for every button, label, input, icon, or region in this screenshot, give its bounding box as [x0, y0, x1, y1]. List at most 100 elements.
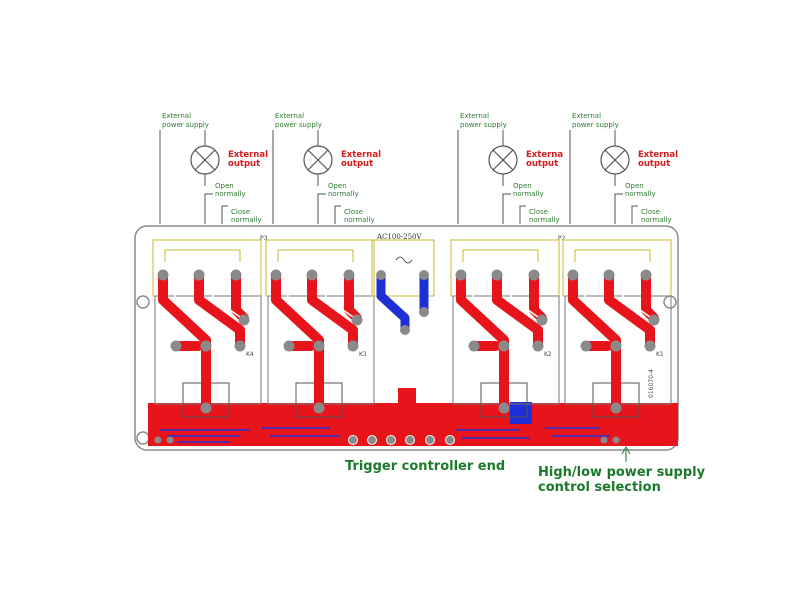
ac-voltage-label: AC100-250V	[376, 233, 422, 241]
trace-common	[271, 270, 324, 413]
power-supply-label: External	[572, 112, 601, 120]
trace-common	[158, 270, 211, 413]
signal-traces	[174, 275, 251, 337]
external-output-label: output	[341, 159, 373, 169]
header-pin[interactable]	[386, 435, 396, 445]
power-supply-label: power supply	[572, 121, 619, 129]
pad	[347, 340, 359, 352]
power-select-label-line1: High/low power supply	[538, 465, 706, 480]
lamp-icon	[600, 145, 630, 175]
pad	[200, 340, 212, 352]
normally-closed-label: Close	[529, 208, 548, 216]
header-pin[interactable]	[348, 435, 358, 445]
no-wire	[502, 193, 511, 224]
pad	[234, 340, 246, 352]
power-select-arrowhead	[621, 445, 631, 455]
power-supply-label: power supply	[460, 121, 507, 129]
normally-open-label: Open	[328, 182, 347, 190]
external-output-label: External	[341, 150, 381, 160]
trigger-header-pads[interactable]	[154, 435, 620, 445]
copper-traces	[271, 270, 362, 413]
pad	[644, 340, 656, 352]
ac-input-section: AC100-250V	[371, 233, 435, 335]
trace-no	[307, 270, 358, 350]
normally-closed-label: Close	[231, 208, 250, 216]
blue-pad-block	[510, 402, 532, 424]
external-output-label: output	[526, 159, 558, 169]
normally-open-label: Open	[215, 182, 234, 190]
no-wire	[204, 193, 213, 224]
pad	[610, 340, 622, 352]
normally-closed-label: normally	[641, 216, 672, 224]
pad	[283, 340, 295, 352]
power-supply-label: External	[460, 112, 489, 120]
no-wire	[614, 193, 623, 224]
pad	[532, 340, 544, 352]
external-output-label: External	[638, 150, 678, 160]
terminal-silk	[164, 249, 241, 262]
trace-no	[604, 270, 655, 350]
normally-closed-label: Close	[641, 208, 660, 216]
pad	[468, 340, 480, 352]
header-pin[interactable]	[425, 435, 435, 445]
pad	[455, 269, 467, 281]
external-output-label: External	[228, 150, 268, 160]
pad	[170, 340, 182, 352]
pad	[313, 402, 325, 414]
header-pin[interactable]	[445, 435, 455, 445]
trace-common	[568, 270, 621, 413]
jumper-pin[interactable]	[600, 436, 608, 444]
terminal-silk	[462, 249, 539, 262]
terminal-silk	[277, 249, 354, 262]
pad	[270, 269, 282, 281]
trigger-controller-label: Trigger controller end	[345, 459, 505, 474]
pad	[200, 402, 212, 414]
normally-open-label: Open	[625, 182, 644, 190]
normally-open-label: normally	[625, 190, 656, 198]
power-supply-label: power supply	[162, 121, 209, 129]
pad	[306, 269, 318, 281]
pad	[536, 314, 548, 326]
trace-no	[492, 270, 543, 350]
relay-ref: K1	[656, 351, 664, 358]
trace-common	[456, 270, 509, 413]
pad	[640, 269, 652, 281]
trace-no	[194, 270, 245, 350]
normally-closed-label: Close	[344, 208, 363, 216]
jumper-pin[interactable]	[154, 436, 162, 444]
mount-hole-left	[136, 295, 150, 309]
lamp-cross-icon	[307, 149, 329, 171]
pad	[498, 402, 510, 414]
pad	[603, 269, 615, 281]
pad	[313, 340, 325, 352]
lamp-icon	[190, 145, 220, 175]
jumper-pin[interactable]	[166, 436, 174, 444]
nc-wire	[221, 205, 228, 224]
normally-closed-label: normally	[529, 216, 560, 224]
pad	[343, 269, 355, 281]
power-supply-label: External	[275, 112, 304, 120]
signal-traces	[287, 275, 364, 337]
pad	[567, 269, 579, 281]
bottom-traces	[160, 427, 610, 443]
header-pin[interactable]	[367, 435, 377, 445]
pad	[351, 314, 363, 326]
pad	[648, 314, 660, 326]
header-pin[interactable]	[405, 435, 415, 445]
power-supply-label: External	[162, 112, 191, 120]
jumper-pin[interactable]	[612, 436, 620, 444]
board-version: 016070-4	[648, 369, 655, 398]
signal-traces	[472, 275, 549, 337]
connector-ref: P3	[260, 235, 268, 242]
power-supply-label: power supply	[275, 121, 322, 129]
lamp-cross-icon	[194, 149, 216, 171]
lamp-icon	[488, 145, 518, 175]
normally-closed-label: normally	[344, 216, 375, 224]
external-output-label: output	[638, 159, 670, 169]
